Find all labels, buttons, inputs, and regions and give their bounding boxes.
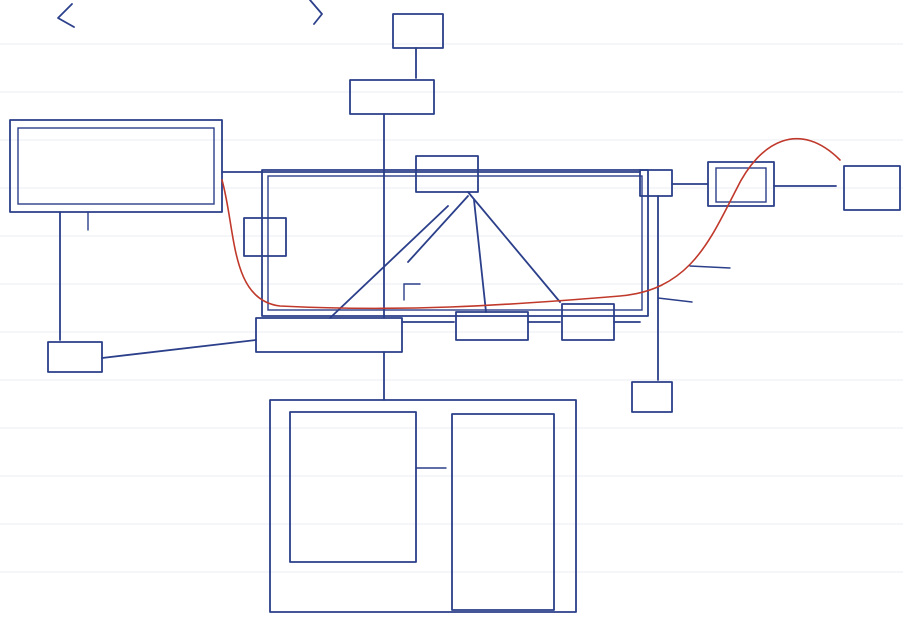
top-box (392, 13, 444, 49)
far-right-box-a (707, 161, 775, 207)
diag-center-right (467, 191, 561, 303)
far-right-box-b (843, 165, 901, 211)
red-route-line (221, 137, 841, 310)
upper-station-box (349, 79, 435, 115)
lower-right-small-box (631, 381, 673, 413)
far-right-box-a-inner (715, 167, 767, 203)
bottom-panel-right-box (451, 413, 555, 611)
right-note-arrow-1 (689, 265, 731, 269)
header-bracket-left (57, 3, 75, 28)
right-node-box (639, 169, 673, 197)
diag-center-down (407, 195, 469, 263)
left-main-box-inner (17, 127, 215, 205)
diag-center-mid (473, 199, 487, 313)
central-loop (261, 169, 649, 317)
center-station-box (415, 155, 479, 193)
bottom-panel (269, 399, 577, 613)
lower-left-small-box (47, 341, 103, 373)
mid-note-pointer (403, 283, 421, 301)
diag-center-left (329, 205, 449, 319)
left-main-box (9, 119, 223, 213)
lower-left-link (101, 339, 257, 359)
left-small-box (243, 217, 287, 257)
bottom-mid-box (455, 311, 529, 341)
bottom-panel-left-box (289, 411, 417, 563)
bottom-left-box (255, 317, 403, 353)
right-note-arrow-2 (657, 297, 693, 303)
header-bracket-right (309, 0, 323, 25)
central-loop-inner (267, 175, 643, 311)
